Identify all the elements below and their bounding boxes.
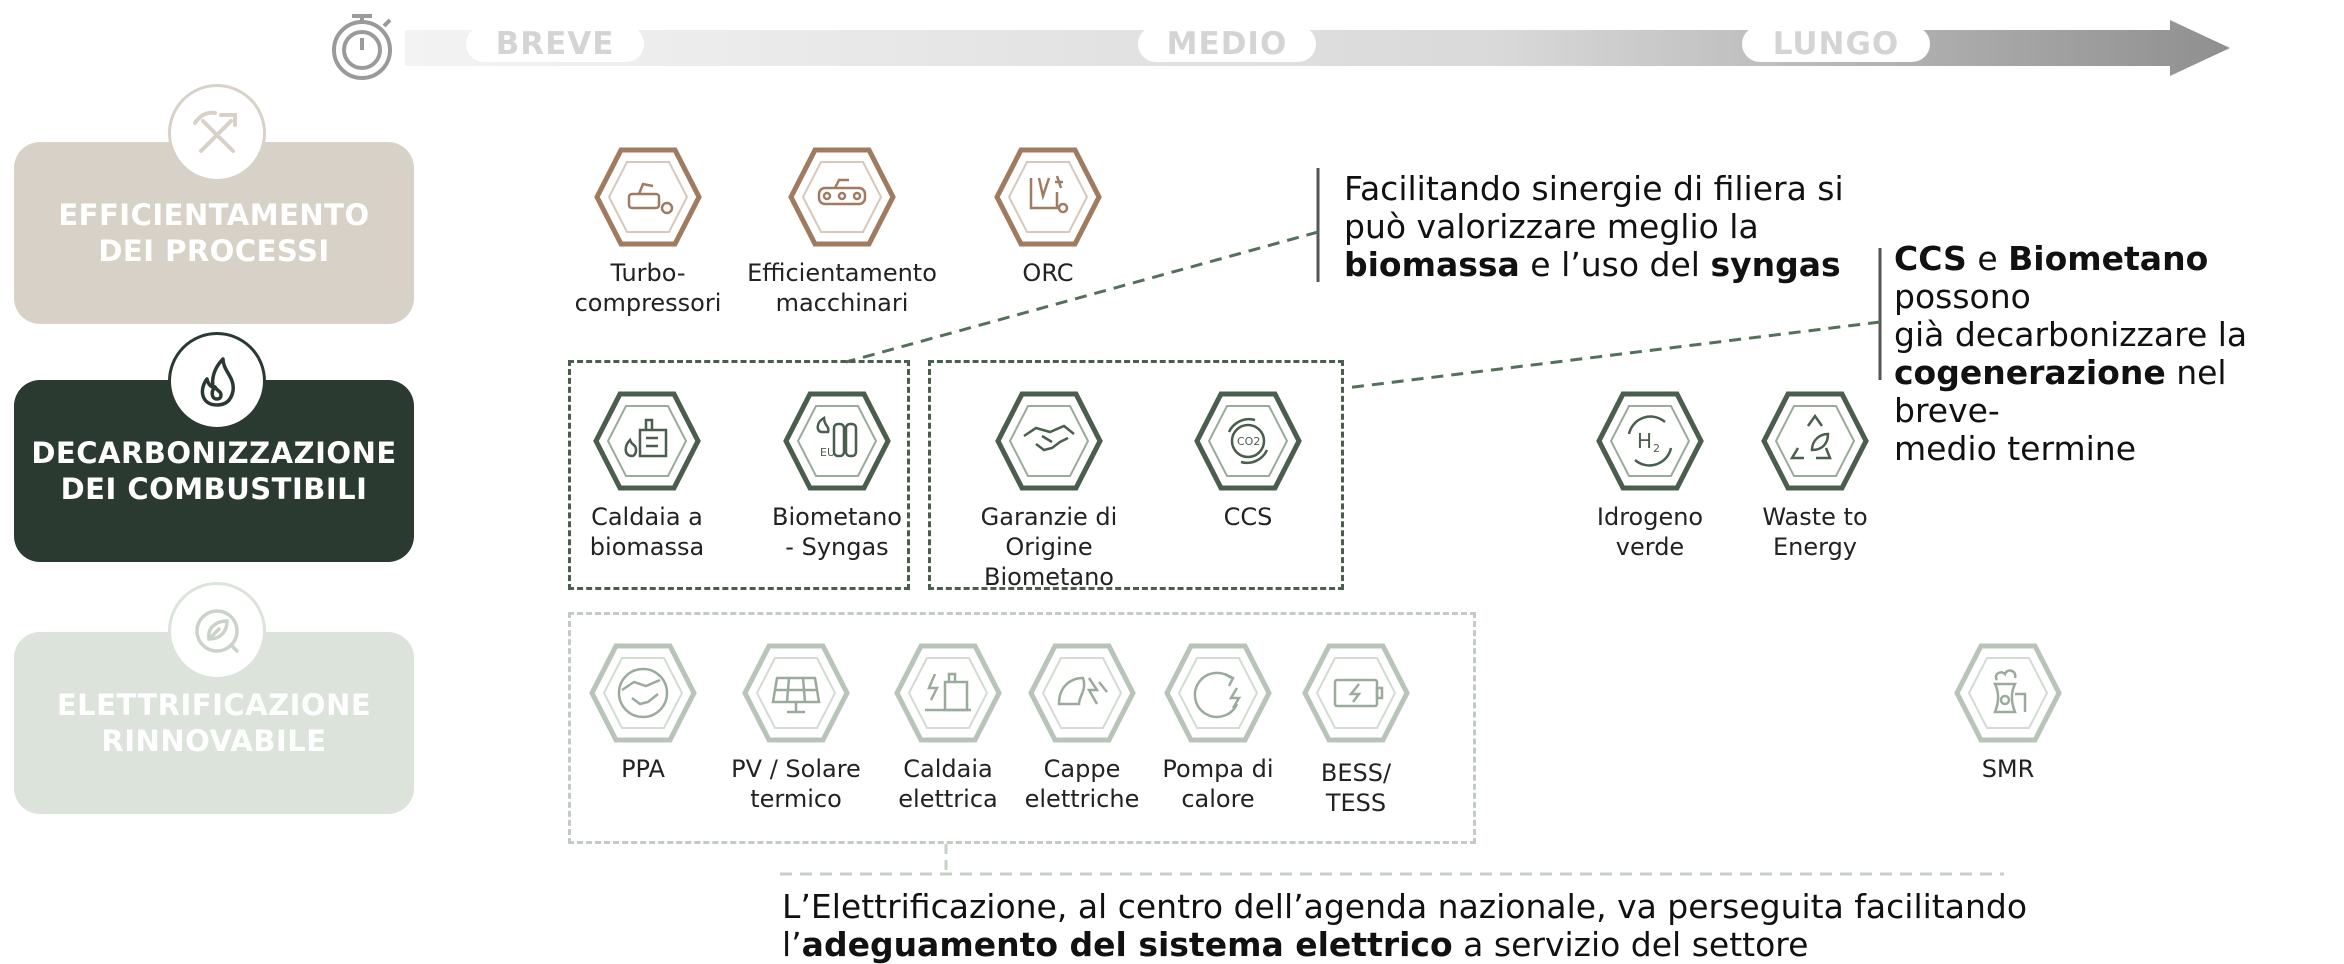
timeline-medio: MEDIO — [1138, 26, 1316, 62]
svg-text:2: 2 — [1653, 442, 1660, 455]
category-title-line2: RINNOVABILE — [101, 724, 327, 758]
turbo-compressor-icon — [594, 147, 702, 247]
electric-boiler-icon — [894, 643, 1002, 743]
category-title-line1: DECARBONIZZAZIONE — [31, 436, 397, 470]
recycle-leaf-icon — [1761, 391, 1869, 491]
solar-panel-icon — [742, 643, 850, 743]
machinery-icon — [788, 147, 896, 247]
category-title-line2: DEI COMBUSTIBILI — [60, 472, 368, 506]
timeline: BREVE MEDIO LUNGO — [0, 0, 2344, 100]
group-elettrificazione — [568, 612, 1476, 844]
item-label-ccs: CCS — [1223, 503, 1273, 531]
item-label-biometano: Biometano- Syngas — [772, 503, 902, 561]
svg-text:H: H — [1637, 429, 1652, 453]
timeline-breve: BREVE — [466, 26, 644, 62]
leaf-plug-icon — [168, 582, 266, 680]
svg-text:CO2: CO2 — [1237, 435, 1260, 448]
group-biomassa — [568, 360, 910, 590]
category-title-line1: ELETTRIFICAZIONE — [56, 688, 372, 722]
handshake-icon — [995, 391, 1103, 491]
callout-elettrificazione: L’Elettrificazione, al centro dell’agend… — [782, 887, 2028, 964]
stopwatch-icon — [332, 14, 392, 80]
battery-storage-icon — [1302, 643, 1410, 743]
category-title-line2: DEI PROCESSI — [98, 234, 330, 268]
item-label-ppa: PPA — [621, 755, 665, 783]
orc-icon — [994, 147, 1102, 247]
category-title-line1: EFFICIENTAMENTO — [58, 198, 370, 232]
svg-text:EU: EU — [820, 446, 835, 459]
biomethane-icon: EU — [783, 391, 891, 491]
ppa-handshake-icon — [589, 643, 697, 743]
electric-hood-icon — [1028, 643, 1136, 743]
callout-ccs: CCS e Biometano possono già decarbonizza… — [1894, 239, 2248, 468]
flame-icon — [168, 332, 266, 430]
timeline-lungo: LUNGO — [1742, 26, 1930, 62]
heat-pump-icon — [1164, 643, 1272, 743]
biomass-boiler-icon — [593, 391, 701, 491]
item-label-smr: SMR — [1981, 755, 2035, 783]
callout-filiera: Facilitando sinergie di filiera si può v… — [1344, 169, 1844, 284]
group-ccs — [928, 360, 1344, 590]
nuclear-plant-icon — [1954, 643, 2062, 743]
item-label-bess: BESS/TESS — [1320, 759, 1392, 817]
item-label-turbo: Turbo-compressori — [574, 259, 722, 317]
hammer-pick-icon — [168, 84, 266, 182]
item-label-orc: ORC — [1022, 259, 1074, 287]
co2-capture-icon: CO2 — [1194, 391, 1302, 491]
